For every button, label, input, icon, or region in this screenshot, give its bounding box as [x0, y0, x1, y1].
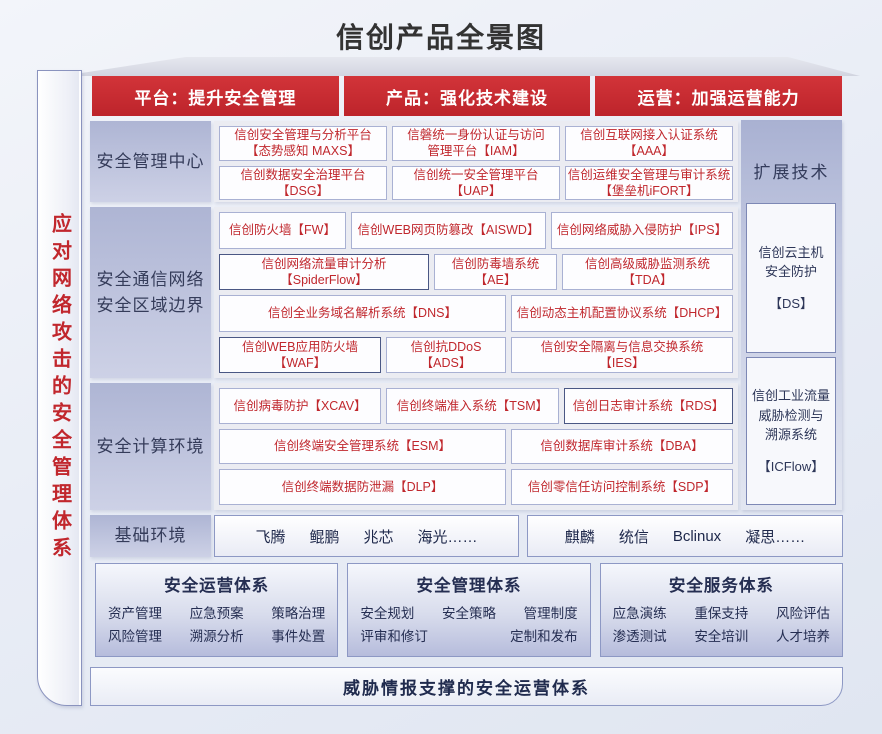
system-title: 安全运营体系	[164, 577, 270, 595]
system-title: 安全服务体系	[668, 577, 774, 595]
product-spiderflow: 信创网络流量审计分析 【SpiderFlow】	[219, 253, 429, 290]
foundation-row: 飞腾 鲲鹏 兆芯 海光…… 麒麟 统信 Bclinux 凝思……	[214, 515, 843, 557]
product-aaa: 信创互联网接入认证系统 【AAA】	[565, 126, 733, 161]
product-fw: 信创防火墙【FW】	[219, 212, 346, 249]
product-line: 信创终端安全管理系统【ESM】 信创数据库审计系统【DBA】	[219, 428, 733, 465]
product-esm: 信创终端安全管理系统【ESM】	[219, 428, 506, 465]
system-service-box: 安全服务体系 应急演练 重保支持 风险评估 渗透测试 安全培训 人才培养	[599, 563, 843, 657]
panel-computing-env: 信创病毒防护【XCAV】 信创终端准入系统【TSM】 信创日志审计系统【RDS】…	[214, 383, 738, 510]
left-vertical-theme-text: 应对网络攻击的安全管理体系	[48, 212, 71, 564]
product-dsg: 信创数据安全治理平台 【DSG】	[219, 165, 387, 200]
system-title: 安全管理体系	[416, 577, 522, 595]
product-line: 信创全业务域名解析系统【DNS】 信创动态主机配置协议系统【DHCP】	[219, 295, 733, 332]
system-items-row: 应急演练 重保支持 风险评估	[612, 606, 830, 621]
product-sdp: 信创零信任访问控制系统【SDP】	[511, 469, 733, 506]
banner-operation: 运营：加强运营能力	[595, 76, 843, 116]
product-aiswd: 信创WEB网页防篡改【AISWD】	[351, 212, 546, 249]
product-dns: 信创全业务域名解析系统【DNS】	[219, 295, 506, 332]
system-items-row: 渗透测试 安全培训 人才培养	[612, 628, 830, 644]
top-banner-row: 平台：提升安全管理 产品：强化技术建设 运营：加强运营能力	[92, 76, 843, 116]
banner-product: 产品：强化技术建设	[343, 76, 591, 116]
product-tda: 信创高级威胁监测系统 【TDA】	[562, 253, 733, 290]
product-iam: 信磐统一身份认证与访问 管理平台【IAM】	[392, 126, 560, 161]
page-title: 信创产品全景图	[335, 22, 546, 53]
product-ifort: 信创运维安全管理与审计系统 【堡垒机iFORT】	[565, 165, 733, 200]
extension-tech-header: 扩展技术	[753, 163, 830, 182]
row-label-text: 安全通信网络	[96, 270, 205, 289]
system-items-row: 资产管理 应急预案 策略治理	[108, 606, 326, 621]
product-xcav: 信创病毒防护【XCAV】	[219, 388, 381, 424]
row-label-foundation: 基础环境	[90, 515, 211, 557]
footer-banner: 威胁情报支撑的安全运营体系	[90, 667, 843, 706]
product-rds: 信创日志审计系统【RDS】	[564, 388, 733, 424]
system-operations-box: 安全运营体系 资产管理 应急预案 策略治理 风险管理 溯源分析 事件处置	[95, 563, 339, 657]
row-label-text: 安全区域边界	[96, 295, 205, 315]
product-dlp: 信创终端数据防泄漏【DLP】	[219, 469, 506, 506]
foundation-hardware-box: 飞腾 鲲鹏 兆芯 海光……	[214, 515, 519, 557]
left-vertical-theme-bar: 应对网络攻击的安全管理体系	[37, 70, 82, 706]
product-ae: 信创防毒墙系统 【AE】	[434, 253, 557, 290]
system-items-row: 评审和修订 定制和发布	[360, 628, 578, 644]
product-ads: 信创抗DDoS 【ADS】	[386, 336, 506, 373]
system-items-row: 安全规划 安全策略 管理制度	[360, 606, 578, 621]
product-dba: 信创数据库审计系统【DBA】	[511, 428, 733, 465]
extension-box-ds: 信创云主机 安全防护 【DS】	[746, 203, 836, 353]
product-tsm: 信创终端准入系统【TSM】	[386, 388, 559, 424]
system-management-box: 安全管理体系 安全规划 安全策略 管理制度 评审和修订 定制和发布	[347, 563, 591, 657]
extension-box-icflow: 信创工业流量 威胁检测与 溯源系统 【ICFlow】	[746, 357, 836, 505]
system-items-row: 风险管理 溯源分析 事件处置	[108, 628, 326, 644]
product-line: 信创病毒防护【XCAV】 信创终端准入系统【TSM】 信创日志审计系统【RDS】	[219, 388, 733, 424]
product-dhcp: 信创动态主机配置协议系统【DHCP】	[511, 295, 733, 332]
bottom-systems-row: 安全运营体系 资产管理 应急预案 策略治理 风险管理 溯源分析 事件处置 安全管…	[95, 563, 843, 657]
row-label-text: 安全计算环境	[96, 436, 205, 456]
product-ies: 信创安全隔离与信息交换系统 【IES】	[511, 336, 733, 373]
panel-management-center: 信创安全管理与分析平台 【态势感知 MAXS】 信磐统一身份认证与访问 管理平台…	[214, 121, 738, 202]
product-line: 信创防火墙【FW】 信创WEB网页防篡改【AISWD】 信创网络威胁入侵防护【I…	[219, 212, 733, 249]
product-uap: 信创统一安全管理平台 【UAP】	[392, 165, 560, 200]
panel-network-boundary: 信创防火墙【FW】 信创WEB网页防篡改【AISWD】 信创网络威胁入侵防护【I…	[214, 207, 738, 378]
product-maxs: 信创安全管理与分析平台 【态势感知 MAXS】	[219, 126, 387, 161]
product-line: 信创数据安全治理平台 【DSG】 信创统一安全管理平台 【UAP】 信创运维安全…	[219, 165, 733, 200]
footer-banner-text: 威胁情报支撑的安全运营体系	[343, 679, 590, 698]
row-label-text: 安全管理中心	[96, 151, 205, 171]
product-waf: 信创WEB应用防火墙 【WAF】	[219, 336, 381, 373]
product-line: 信创网络流量审计分析 【SpiderFlow】 信创防毒墙系统 【AE】 信创高…	[219, 253, 733, 290]
row-label-management-center: 安全管理中心	[90, 121, 211, 202]
foundation-os-box: 麒麟 统信 Bclinux 凝思……	[527, 515, 843, 557]
product-ips: 信创网络威胁入侵防护【IPS】	[551, 212, 733, 249]
perspective-roof-shape	[62, 57, 860, 76]
product-line: 信创安全管理与分析平台 【态势感知 MAXS】 信磐统一身份认证与访问 管理平台…	[219, 126, 733, 161]
banner-platform: 平台：提升安全管理	[92, 76, 339, 116]
product-line: 信创终端数据防泄漏【DLP】 信创零信任访问控制系统【SDP】	[219, 469, 733, 506]
row-label-network-boundary: 安全通信网络 安全区域边界	[90, 207, 211, 378]
product-line: 信创WEB应用防火墙 【WAF】 信创抗DDoS 【ADS】 信创安全隔离与信息…	[219, 336, 733, 373]
row-label-text: 基础环境	[114, 526, 187, 546]
row-label-computing-env: 安全计算环境	[90, 383, 211, 510]
